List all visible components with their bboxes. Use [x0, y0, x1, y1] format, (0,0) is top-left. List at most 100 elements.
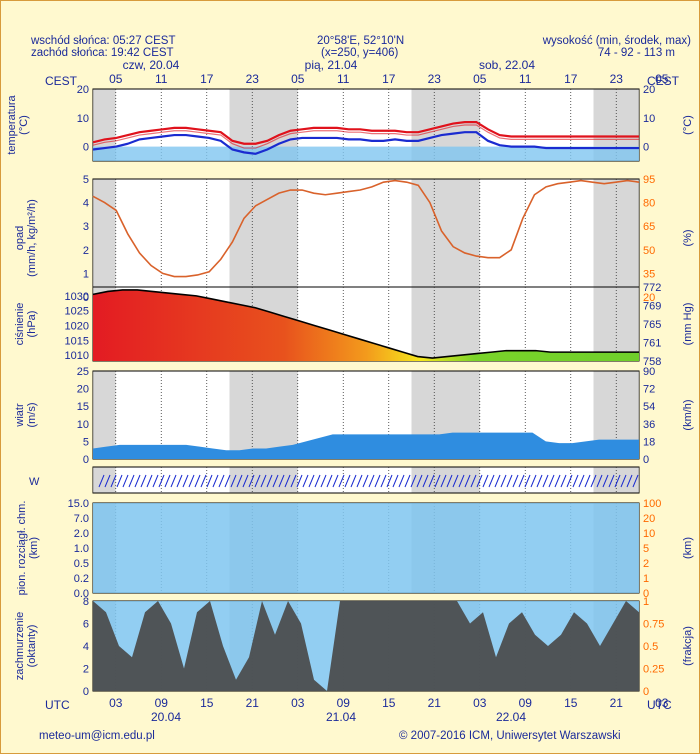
wind-arrow	[308, 474, 315, 488]
svg-text:(km/h): (km/h)	[682, 399, 694, 430]
wind-arrow	[404, 474, 411, 488]
y-tick-left: 7.0	[74, 513, 89, 525]
visibility-axis-label: pion. rozciągł. chm.(km)	[16, 501, 40, 596]
wind-arrow	[338, 474, 345, 488]
svg-text:temperatura: temperatura	[6, 94, 18, 154]
pressure-area	[93, 289, 639, 361]
cest-hour-tick: 17	[382, 72, 396, 86]
wind-arrow	[620, 474, 627, 488]
wind-arrow	[188, 474, 195, 488]
y-tick-left: 2	[83, 664, 89, 676]
wind-arrow	[194, 474, 201, 488]
wind-arrow	[614, 474, 621, 488]
y-tick-right: 0	[643, 686, 649, 698]
y-tick-left: 8	[83, 596, 89, 608]
utc-hour-tick: 03	[291, 696, 305, 710]
cest-hour-tick: 05	[473, 72, 487, 86]
night-band	[229, 371, 298, 459]
temperature-below-zero-fill	[93, 146, 639, 161]
wind-arrow	[134, 474, 141, 488]
cest-hour-tick: 11	[337, 72, 350, 86]
wind-arrow	[416, 474, 423, 488]
night-band	[93, 467, 116, 493]
wind-arrow	[260, 474, 267, 488]
y-tick-left: 10	[77, 113, 89, 125]
wind-arrow	[488, 474, 495, 488]
night-band	[411, 179, 480, 297]
y-tick-right: 20	[643, 84, 655, 96]
wind-arrow	[296, 474, 303, 488]
y-tick-left: 2.0	[74, 528, 89, 540]
utc-hour-tick: 03	[473, 696, 487, 710]
wind-arrow	[374, 474, 381, 488]
wind-arrow	[584, 474, 591, 488]
y-tick-right: 1	[643, 573, 649, 585]
sunrise-label: wschód słońca: 05:27 CEST	[31, 35, 176, 47]
y-tick-right: 72	[643, 384, 655, 396]
wind-arrow	[476, 474, 483, 488]
wind-arrow	[536, 474, 543, 488]
y-tick-left: 10	[77, 419, 89, 431]
kmh-axis-label: (km/h)	[682, 399, 694, 430]
day-label-top: czw, 20.04	[123, 58, 180, 72]
day-label-bottom: 20.04	[151, 710, 181, 724]
day-label-bottom: 21.04	[326, 710, 356, 724]
y-tick-right: 0	[643, 588, 649, 600]
wind-arrow	[350, 474, 357, 488]
y-tick-right: 772	[643, 282, 661, 294]
y-tick-left: 5	[83, 436, 89, 448]
cest-hour-tick: 17	[564, 72, 578, 86]
y-tick-right: 20	[643, 513, 655, 525]
humidity-line	[92, 179, 640, 278]
svg-text:(hPa): (hPa)	[26, 311, 38, 338]
y-tick-right: 36	[643, 419, 655, 431]
svg-text:pion. rozciągł. chm.: pion. rozciągł. chm.	[16, 501, 28, 596]
y-tick-left: 1015	[65, 335, 89, 347]
wind-arrow	[596, 474, 603, 488]
y-tick-left: 1030	[65, 291, 89, 303]
wind-arrow	[440, 474, 447, 488]
wind-arrow	[500, 474, 507, 488]
day-label-top: sob, 22.04	[479, 58, 535, 72]
wind-arrow	[302, 474, 309, 488]
wind-arrow	[104, 474, 111, 488]
cloud-cover-area	[93, 601, 639, 691]
day-label-top: pią, 21.04	[305, 58, 358, 72]
night-band	[229, 179, 298, 297]
y-tick-left: 0.2	[74, 573, 89, 585]
y-tick-left: 5	[83, 174, 89, 186]
night-band	[93, 371, 116, 459]
wind-arrow	[464, 474, 471, 488]
cest-hour-tick: 05	[109, 72, 123, 86]
temperature-series-max	[92, 121, 639, 145]
visibility-fill	[93, 503, 639, 593]
wind-speed-area	[93, 432, 639, 459]
cest-hour-tick: 05	[655, 72, 669, 86]
y-tick-right: 100	[643, 498, 661, 510]
cloud-axis-label: zachmurzenie(oktanty)	[14, 612, 38, 680]
wind-arrow	[164, 474, 171, 488]
y-tick-right: 0.25	[643, 664, 664, 676]
y-tick-left: 25	[77, 366, 89, 378]
y-tick-right: 50	[643, 245, 655, 257]
wind-arrow	[446, 474, 453, 488]
footer-email[interactable]: meteo-um@icm.edu.pl	[39, 730, 155, 742]
utc-hour-tick: 09	[519, 696, 533, 710]
cloud-axis-label-right: (frakcja)	[682, 626, 694, 666]
y-tick-left: 0	[83, 142, 89, 154]
wind-arrow	[254, 474, 261, 488]
wind-arrow	[284, 474, 291, 488]
wind-arrow	[368, 474, 375, 488]
temperature-series-min	[92, 131, 639, 155]
wind-arrow	[314, 474, 321, 488]
cest-label-left: CEST	[45, 74, 78, 88]
visibility-axis-label-right: (km)	[682, 537, 694, 559]
wind-arrow	[458, 474, 465, 488]
wind-arrow	[560, 474, 567, 488]
sunset-label: zachód słońca: 19:42 CEST	[31, 47, 174, 59]
wind-arrow	[116, 474, 123, 488]
wind-arrow	[320, 474, 327, 488]
night-band	[593, 179, 639, 297]
svg-text:(oktanty): (oktanty)	[26, 625, 38, 668]
night-band	[93, 89, 116, 161]
